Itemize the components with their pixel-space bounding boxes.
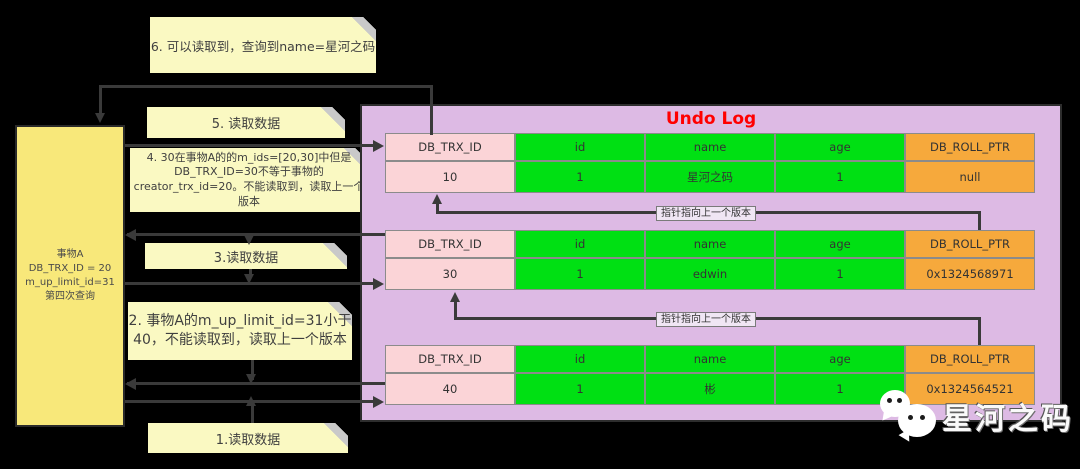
arrowhead-right-icon — [373, 396, 384, 408]
table-header-row: DB_TRX_ID id name age DB_ROLL_PTR — [385, 230, 1035, 258]
note-step3: 3.读取数据 — [145, 243, 347, 269]
arrowhead-down-icon — [244, 235, 254, 245]
table-data-row: 10 1 星河之码 1 null — [385, 161, 1035, 193]
arrowhead-right-icon — [373, 278, 384, 290]
bubble-eye — [920, 415, 925, 420]
transaction-a-box: 事物A DB_TRX_ID = 20 m_up_limit_id=31 第四次查… — [15, 125, 125, 427]
table-data-row: 30 1 edwin 1 0x1324568971 — [385, 258, 1035, 290]
col-name: name — [645, 230, 775, 258]
connector-line — [430, 86, 433, 135]
value-db-roll-ptr: 0x1324564521 — [905, 373, 1035, 405]
col-name: name — [645, 133, 775, 161]
col-db-roll-ptr: DB_ROLL_PTR — [905, 133, 1035, 161]
col-name: name — [645, 345, 775, 373]
pointer-line — [978, 318, 981, 345]
connector-line — [249, 269, 252, 277]
arrowhead-down-icon — [246, 374, 256, 384]
transaction-a-line: DB_TRX_ID = 20 — [28, 263, 112, 274]
arrowhead-down-icon — [244, 274, 254, 284]
col-db-roll-ptr: DB_ROLL_PTR — [905, 230, 1035, 258]
col-db-trx-id: DB_TRX_ID — [385, 345, 515, 373]
arrowhead-left-icon — [125, 378, 136, 390]
value-name: 星河之码 — [645, 161, 775, 193]
connector-line — [99, 86, 102, 116]
value-db-trx-id: 10 — [385, 161, 515, 193]
table-header-row: DB_TRX_ID id name age DB_ROLL_PTR — [385, 133, 1035, 161]
value-age: 1 — [775, 258, 905, 290]
watermark-text: 星河之码 — [942, 402, 1074, 437]
col-id: id — [515, 230, 645, 258]
wechat-chat-bubbles-icon — [874, 388, 938, 450]
value-db-trx-id: 40 — [385, 373, 515, 405]
transaction-a-line: 第四次查询 — [45, 291, 95, 302]
version-table-3: DB_TRX_ID id name age DB_ROLL_PTR 40 1 彬… — [385, 345, 1035, 405]
col-id: id — [515, 345, 645, 373]
arrowhead-up-icon — [246, 396, 256, 406]
value-name: edwin — [645, 258, 775, 290]
transaction-a-line: m_up_limit_id=31 — [25, 277, 115, 288]
note-step1: 1.读取数据 — [148, 423, 348, 453]
value-db-roll-ptr: 0x1324568971 — [905, 258, 1035, 290]
value-name: 彬 — [645, 373, 775, 405]
value-id: 1 — [515, 373, 645, 405]
connector-line — [125, 144, 375, 147]
pointer-label: 指针指向上一个版本 — [656, 312, 756, 327]
table-header-row: DB_TRX_ID id name age DB_ROLL_PTR — [385, 345, 1035, 373]
note-step5: 5. 读取数据 — [147, 107, 345, 138]
bubble-eye — [908, 415, 913, 420]
pointer-line — [436, 202, 439, 213]
col-age: age — [775, 345, 905, 373]
arrowhead-down-icon — [95, 113, 105, 123]
connector-line — [127, 382, 385, 385]
col-id: id — [515, 133, 645, 161]
value-age: 1 — [775, 161, 905, 193]
col-age: age — [775, 230, 905, 258]
chat-bubble-large — [898, 404, 936, 437]
connector-line — [251, 403, 254, 423]
arrowhead-left-icon — [125, 229, 136, 241]
col-age: age — [775, 133, 905, 161]
undo-log-title: Undo Log — [665, 109, 757, 129]
arrowhead-up-icon — [450, 292, 460, 302]
value-id: 1 — [515, 258, 645, 290]
value-db-trx-id: 30 — [385, 258, 515, 290]
col-db-trx-id: DB_TRX_ID — [385, 230, 515, 258]
arrowhead-right-icon — [373, 140, 384, 152]
col-db-trx-id: DB_TRX_ID — [385, 133, 515, 161]
note-step2: 2. 事物A的m_up_limit_id=31小于40，不能读取到，读取上一个版… — [128, 302, 352, 360]
connector-line — [251, 360, 254, 380]
value-id: 1 — [515, 161, 645, 193]
version-table-2: DB_TRX_ID id name age DB_ROLL_PTR 30 1 e… — [385, 230, 1035, 290]
bubble-eye — [897, 398, 902, 403]
value-db-roll-ptr: null — [905, 161, 1035, 193]
watermark: 星河之码 — [874, 388, 1074, 450]
table-data-row: 40 1 彬 1 0x1324564521 — [385, 373, 1035, 405]
bubble-eye — [887, 398, 892, 403]
pointer-line — [978, 212, 981, 230]
note-step6: 6. 可以读取到，查询到name=星河之码 — [150, 17, 376, 73]
connector-line — [99, 85, 433, 88]
version-table-1: DB_TRX_ID id name age DB_ROLL_PTR 10 1 星… — [385, 133, 1035, 193]
note-step4: 4. 30在事物A的的m_ids=[20,30]中但是DB_TRX_ID=30不… — [130, 148, 368, 212]
arrowhead-up-icon — [432, 194, 442, 204]
connector-line — [125, 282, 375, 285]
transaction-a-line: 事物A — [56, 249, 84, 260]
col-db-roll-ptr: DB_ROLL_PTR — [905, 345, 1035, 373]
pointer-line — [454, 300, 457, 319]
connector-line — [127, 233, 385, 236]
pointer-label: 指针指向上一个版本 — [656, 206, 756, 221]
